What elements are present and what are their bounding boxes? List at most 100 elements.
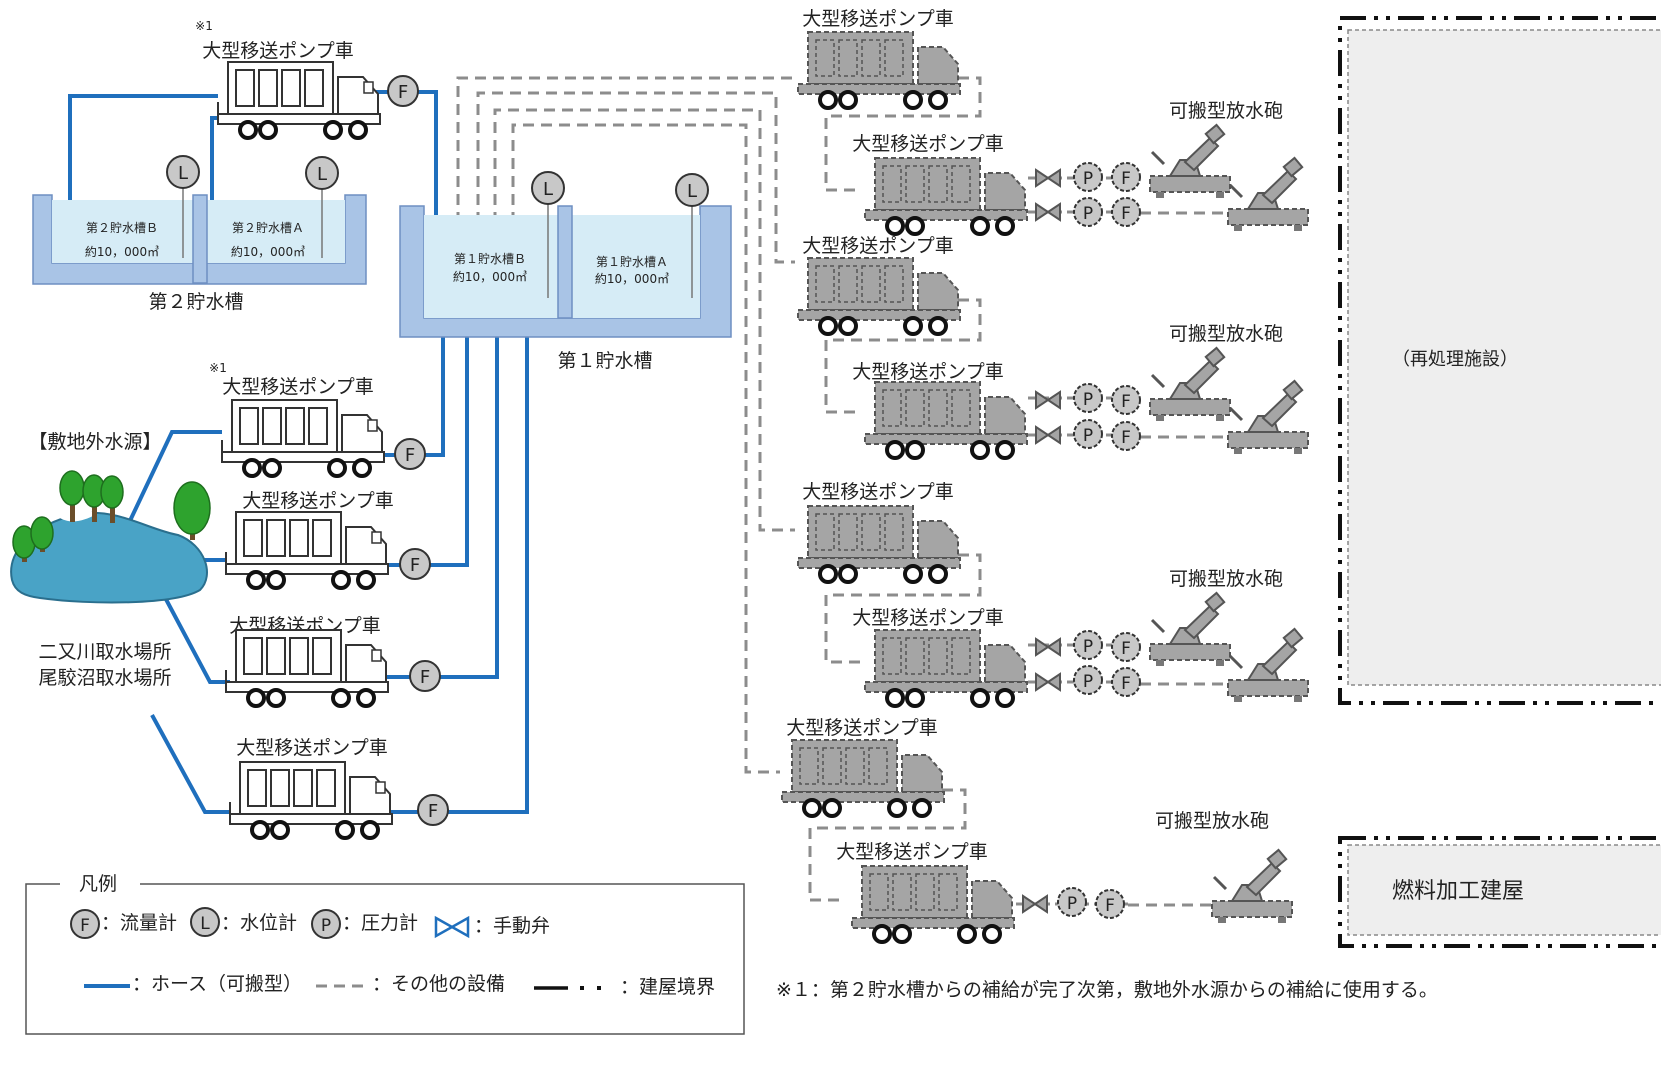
svg-text:P: P xyxy=(1083,426,1093,446)
intake-2-label: 尾駮沼取水場所 xyxy=(38,667,171,689)
tank-1a-volume: 約10，000㎥ xyxy=(595,271,669,286)
flow-meter: F xyxy=(417,794,449,826)
svg-text:L: L xyxy=(178,163,188,184)
legend-manual-valve: ：手動弁 xyxy=(434,915,550,939)
svg-text:L: L xyxy=(200,914,210,934)
chain-b: P F P F xyxy=(1028,383,1141,451)
svg-text:：ホース（可搬型）: ：ホース（可搬型） xyxy=(132,973,302,995)
truck-label: 大型移送ポンプ車 xyxy=(852,607,1003,629)
gray-truck-b2: 大型移送ポンプ車 xyxy=(852,361,1029,460)
truck-label: 大型移送ポンプ車 xyxy=(802,481,953,503)
flow-meter: F xyxy=(409,660,441,692)
manual-valve-icon xyxy=(1035,673,1061,691)
level-gauge: L xyxy=(166,155,200,189)
tank-1b-label: 第１貯水槽Ｂ xyxy=(454,252,526,266)
svg-text:：水位計: ：水位計 xyxy=(221,912,297,934)
svg-text:P: P xyxy=(1067,894,1077,914)
truck-label: 大型移送ポンプ車 xyxy=(222,376,373,398)
cannon-label: 可搬型放水砲 xyxy=(1169,323,1283,345)
footnote: ※１：第２貯水槽からの補給が完了次第，敷地外水源からの補給に使用する。 xyxy=(776,979,1438,1001)
legend-other-equipment: ：その他の設備 xyxy=(316,973,505,995)
tank-2: 第２貯水槽Ｂ 約10，000㎥ 第２貯水槽Ａ 約10，000㎥ 第２貯水槽 xyxy=(32,188,367,313)
svg-text:：圧力計: ：圧力計 xyxy=(342,912,418,934)
water-cannon-icon xyxy=(1148,591,1232,668)
tree-icon xyxy=(12,470,211,562)
water-cannon-icon xyxy=(1210,848,1294,925)
gray-truck-b1: 大型移送ポンプ車 xyxy=(796,235,962,336)
flow-meters-hose: F F F F F xyxy=(387,75,449,826)
manual-valve-icon xyxy=(1035,169,1061,187)
offsite-source-label: 【敷地外水源】 xyxy=(28,431,161,453)
tank-2b-label: 第２貯水槽Ｂ xyxy=(86,221,158,235)
svg-text:F: F xyxy=(1121,169,1131,189)
pump-truck-4: 大型移送ポンプ車 xyxy=(228,737,394,840)
chain-c: P F P F xyxy=(1028,630,1141,697)
note-mark: ※1 xyxy=(209,361,227,375)
tank-2a-label: 第２貯水槽Ａ xyxy=(232,221,304,235)
svg-text:F: F xyxy=(1121,392,1131,412)
level-gauge: L xyxy=(531,171,565,205)
legend-pressure-gauge: P ：圧力計 xyxy=(311,909,418,939)
water-cannon-icon xyxy=(1148,123,1232,200)
truck-label: 大型移送ポンプ車 xyxy=(802,235,953,257)
svg-text:：建屋境界: ：建屋境界 xyxy=(620,976,715,998)
legend-hose: ：ホース（可搬型） xyxy=(84,973,302,995)
manual-valve-icon xyxy=(1035,426,1061,444)
water-cannon-icon xyxy=(1226,156,1310,233)
tank-1a-label: 第１貯水槽Ａ xyxy=(596,255,668,269)
level-gauge: L xyxy=(675,173,709,207)
flow-meter: F xyxy=(399,548,431,580)
svg-text:F: F xyxy=(80,916,90,936)
fuel-building-label: 燃料加工建屋 xyxy=(1392,879,1524,904)
tank-1b-volume: 約10，000㎥ xyxy=(453,269,527,284)
flow-meter: F xyxy=(387,75,419,107)
legend-title: 凡例 xyxy=(79,873,117,895)
pump-truck-1: ※1 大型移送ポンプ車 xyxy=(209,361,386,478)
svg-text:：その他の設備: ：その他の設備 xyxy=(372,973,505,995)
tank-1-label: 第１貯水槽 xyxy=(557,350,652,372)
svg-text:F: F xyxy=(1121,639,1131,659)
water-cannon-icon xyxy=(1226,379,1310,456)
water-cannon-icon xyxy=(1148,346,1232,423)
svg-text:F: F xyxy=(1105,896,1115,916)
legend-flow-meter: F ：流量計 xyxy=(70,909,177,939)
manual-valve-icon xyxy=(1022,895,1048,913)
chain-d: P F xyxy=(1016,887,1130,919)
svg-text:L: L xyxy=(687,181,697,202)
tank-2b-volume: 約10，000㎥ xyxy=(85,244,159,259)
manual-valve-icon xyxy=(1035,391,1061,409)
cannon-label: 可搬型放水砲 xyxy=(1155,810,1269,832)
legend-building-boundary: ：建屋境界 xyxy=(534,976,715,998)
flow-meter: F xyxy=(394,438,426,470)
level-gauges: L L L L xyxy=(166,155,709,207)
water-cannon-icon xyxy=(1226,627,1310,704)
gray-truck-a1: 大型移送ポンプ車 xyxy=(796,8,962,110)
svg-text:F: F xyxy=(1121,428,1131,448)
svg-text:P: P xyxy=(1083,390,1093,410)
svg-text:P: P xyxy=(1083,672,1093,692)
gray-truck-a2: 大型移送ポンプ車 xyxy=(852,133,1029,236)
svg-text:F: F xyxy=(428,801,438,822)
svg-text:：流量計: ：流量計 xyxy=(101,912,177,934)
svg-text:F: F xyxy=(1121,674,1131,694)
svg-text:P: P xyxy=(1083,169,1093,189)
tank-1: 第１貯水槽Ｂ 約10，000㎥ 第１貯水槽Ａ 約10，000㎥ 第１貯水槽 xyxy=(399,202,732,372)
truck-label: 大型移送ポンプ車 xyxy=(236,737,387,759)
other-equipment-lines xyxy=(456,76,1228,907)
gray-truck-c1: 大型移送ポンプ車 xyxy=(796,481,962,584)
svg-text:：手動弁: ：手動弁 xyxy=(474,915,550,937)
water-cannons: 可搬型放水砲 可搬型放水砲 可搬型放水砲 可搬型放水砲 xyxy=(1148,100,1310,925)
offsite-water-source: 【敷地外水源】 二又川取水場所 尾駮沼取水場所 xyxy=(10,431,211,689)
svg-text:L: L xyxy=(317,164,327,185)
svg-text:P: P xyxy=(1083,637,1093,657)
level-gauge: L xyxy=(305,156,339,190)
chain-a: P F P F xyxy=(1028,162,1141,227)
note-mark: ※1 xyxy=(195,19,213,33)
reprocessing-facility: （再処理施設） xyxy=(1338,16,1661,705)
manual-valve-icon xyxy=(434,915,470,939)
intake-1-label: 二又川取水場所 xyxy=(38,641,171,663)
svg-text:P: P xyxy=(321,916,331,936)
cannon-label: 可搬型放水砲 xyxy=(1169,100,1283,122)
tank-2-label: 第２貯水槽 xyxy=(148,291,243,313)
legend-level-gauge: L ：水位計 xyxy=(190,907,297,937)
